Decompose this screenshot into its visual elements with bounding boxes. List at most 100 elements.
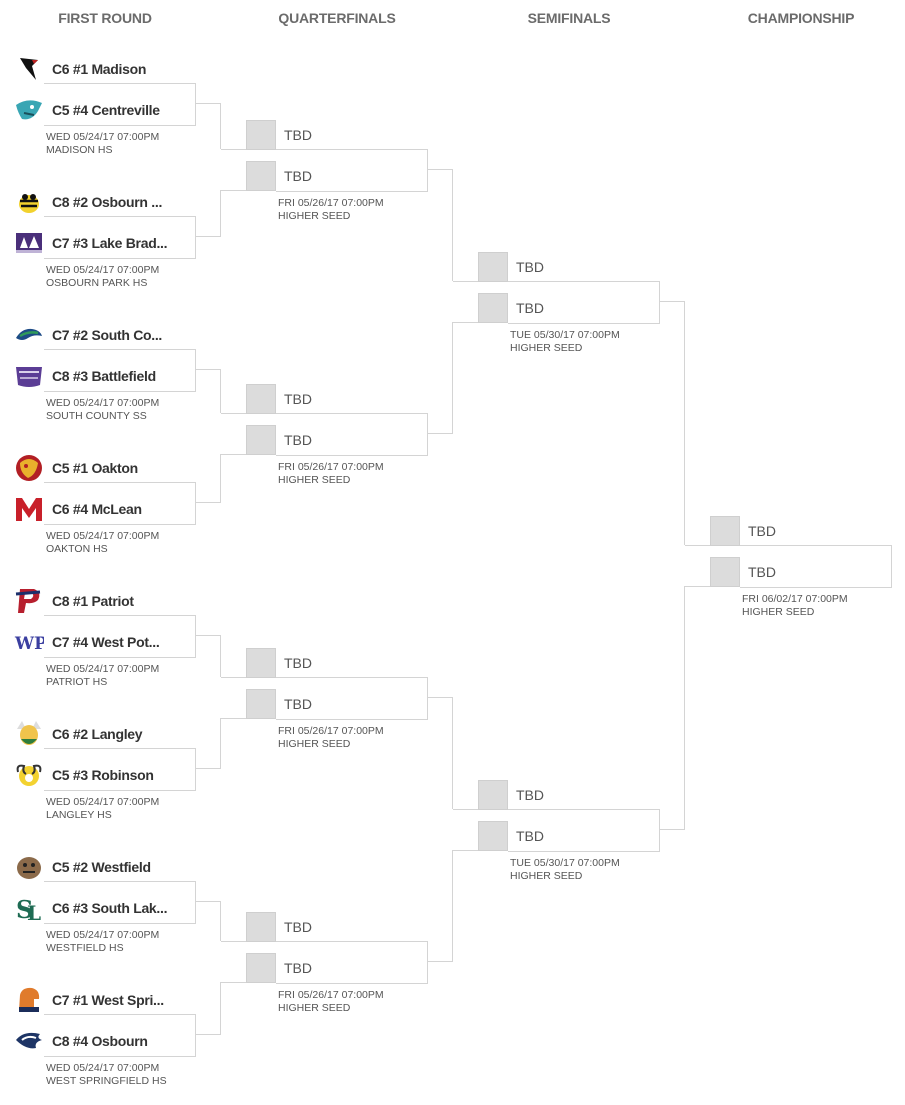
team-name[interactable]: C5 #2 Westfield (52, 859, 151, 875)
bracket-connector (428, 697, 453, 698)
team-name[interactable]: TBD (284, 960, 312, 976)
match-box (44, 482, 196, 525)
team-logo-icon (14, 54, 44, 84)
team-name[interactable]: C7 #1 West Spri... (52, 992, 164, 1008)
team-logo-icon (14, 95, 44, 125)
match-venue: HIGHER SEED (510, 342, 583, 354)
round-header-first-round: FIRST ROUND (58, 10, 152, 26)
match-box (508, 809, 660, 852)
match-venue: WESTFIELD HS (46, 942, 124, 954)
team-name[interactable]: TBD (284, 919, 312, 935)
team-name[interactable]: C7 #3 Lake Brad... (52, 235, 168, 251)
bracket-connector (685, 586, 710, 587)
team-name[interactable]: C8 #1 Patriot (52, 593, 134, 609)
team-name[interactable]: C5 #4 Centreville (52, 102, 160, 118)
team-name[interactable]: C6 #2 Langley (52, 726, 143, 742)
bracket-connector (453, 850, 478, 851)
match-box (44, 349, 196, 392)
bracket-connector (220, 635, 221, 677)
team-name[interactable]: C7 #4 West Pot... (52, 634, 160, 650)
bracket-connector (428, 961, 453, 962)
match-box (276, 941, 428, 984)
team-name[interactable]: C8 #2 Osbourn ... (52, 194, 163, 210)
bracket-connector (196, 635, 221, 636)
team-name[interactable]: TBD (516, 828, 544, 844)
team-name[interactable]: TBD (284, 168, 312, 184)
bracket-connector (221, 190, 246, 191)
match-venue: HIGHER SEED (742, 606, 815, 618)
team-logo-icon (14, 719, 44, 749)
team-name[interactable]: C8 #4 Osbourn (52, 1033, 148, 1049)
match-date: FRI 05/26/17 07:00PM (278, 989, 384, 1001)
match-box (44, 83, 196, 126)
bracket-connector (452, 169, 453, 281)
team-placeholder-icon (246, 953, 276, 983)
match-date: WED 05/24/17 07:00PM (46, 530, 160, 542)
match-box (44, 1014, 196, 1057)
svg-text:WP: WP (14, 634, 44, 654)
bracket-connector (685, 545, 710, 546)
bracket-connector (221, 982, 246, 983)
svg-text:S: S (16, 895, 33, 923)
match-box (44, 881, 196, 924)
match-venue: OAKTON HS (46, 543, 108, 555)
match-venue: LANGLEY HS (46, 809, 112, 821)
match-date: WED 05/24/17 07:00PM (46, 663, 160, 675)
bracket-connector (452, 322, 453, 433)
match-box (508, 281, 660, 324)
match-date: FRI 05/26/17 07:00PM (278, 461, 384, 473)
team-placeholder-icon (710, 516, 740, 546)
bracket-connector (428, 169, 453, 170)
team-name[interactable]: TBD (284, 432, 312, 448)
team-name[interactable]: C5 #3 Robinson (52, 767, 154, 783)
team-name[interactable]: TBD (284, 655, 312, 671)
team-name[interactable]: C5 #1 Oakton (52, 460, 138, 476)
team-name[interactable]: C6 #4 McLean (52, 501, 142, 517)
team-placeholder-icon (478, 252, 508, 282)
match-venue: HIGHER SEED (278, 738, 351, 750)
team-placeholder-icon (478, 821, 508, 851)
match-date: FRI 06/02/17 07:00PM (742, 593, 848, 605)
team-placeholder-icon (246, 425, 276, 455)
team-name[interactable]: TBD (284, 127, 312, 143)
match-venue: MADISON HS (46, 144, 113, 156)
bracket-connector (220, 103, 221, 149)
team-name[interactable]: C6 #1 Madison (52, 61, 147, 77)
team-name[interactable]: TBD (516, 300, 544, 316)
round-header-quarterfinals: QUARTERFINALS (278, 10, 396, 26)
team-logo-icon (14, 852, 44, 882)
round-header-semifinals: SEMIFINALS (527, 10, 611, 26)
team-placeholder-icon (246, 689, 276, 719)
bracket-connector (196, 236, 221, 237)
team-name[interactable]: TBD (748, 523, 776, 539)
match-venue: HIGHER SEED (278, 474, 351, 486)
team-name[interactable]: TBD (284, 391, 312, 407)
match-box (44, 748, 196, 791)
bracket-connector (453, 322, 478, 323)
team-logo-icon (14, 228, 44, 258)
match-venue: HIGHER SEED (278, 210, 351, 222)
team-name[interactable]: TBD (516, 259, 544, 275)
match-box (276, 413, 428, 456)
bracket-connector (221, 149, 246, 150)
match-box (276, 677, 428, 720)
team-logo-icon: WP (14, 627, 44, 657)
match-venue: HIGHER SEED (278, 1002, 351, 1014)
bracket-connector (220, 901, 221, 941)
team-name[interactable]: TBD (516, 787, 544, 803)
team-name[interactable]: TBD (748, 564, 776, 580)
team-name[interactable]: TBD (284, 696, 312, 712)
bracket-connector (221, 718, 246, 719)
bracket-connector (453, 281, 478, 282)
match-venue: SOUTH COUNTY SS (46, 410, 147, 422)
team-name[interactable]: C7 #2 South Co... (52, 327, 163, 343)
match-date: TUE 05/30/17 07:00PM (510, 329, 620, 341)
team-placeholder-icon (246, 384, 276, 414)
team-name[interactable]: C6 #3 South Lak... (52, 900, 168, 916)
bracket-connector (220, 718, 221, 768)
match-venue: WEST SPRINGFIELD HS (46, 1075, 167, 1087)
bracket-connector (196, 369, 221, 370)
match-date: WED 05/24/17 07:00PM (46, 397, 160, 409)
team-name[interactable]: C8 #3 Battlefield (52, 368, 156, 384)
